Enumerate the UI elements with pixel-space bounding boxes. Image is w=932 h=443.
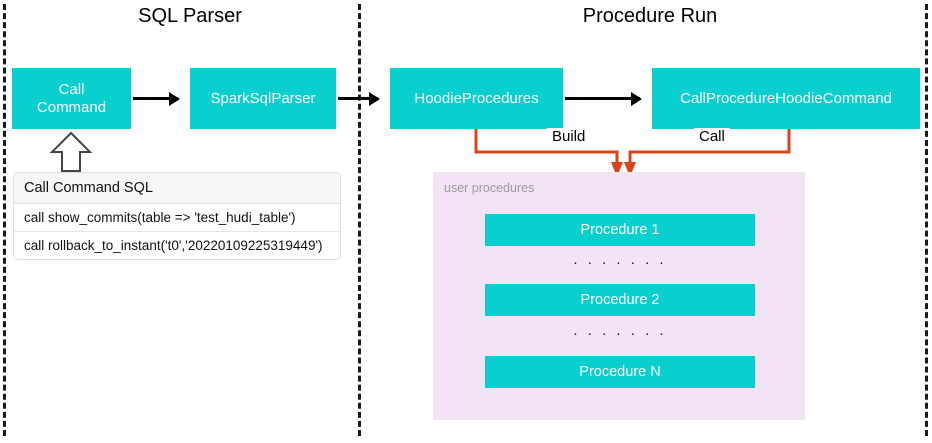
dashed-separator-right — [925, 4, 928, 436]
procedure-item[interactable]: Procedure N — [485, 356, 755, 388]
node-call-command-line2: Command — [36, 98, 107, 116]
arrow-hoodie-procedures-to-call-procedure-hoodie-command — [565, 97, 640, 100]
edge-label-call: Call — [694, 128, 730, 145]
procedure-ellipsis: . . . . . . . — [573, 322, 667, 339]
user-procedures-panel: user procedures Procedure 1 . . . . . . … — [433, 172, 805, 420]
node-spark-sql-parser[interactable]: SparkSqlParser — [190, 68, 336, 129]
node-call-command[interactable]: Call Command — [12, 68, 131, 129]
procedure-item[interactable]: Procedure 2 — [485, 284, 755, 316]
up-arrow-icon — [50, 131, 92, 172]
node-call-command-line1: Call — [58, 80, 85, 98]
sql-table-row: call rollback_to_instant('t0','202201092… — [14, 231, 340, 259]
sql-table-header: Call Command SQL — [14, 173, 340, 204]
procedure-ellipsis: . . . . . . . — [573, 251, 667, 268]
arrow-spark-sql-parser-to-hoodie-procedures — [338, 97, 378, 100]
call-command-sql-table: Call Command SQL call show_commits(table… — [13, 172, 341, 260]
user-procedures-panel-label: user procedures — [444, 181, 535, 195]
node-hoodie-procedures[interactable]: HoodieProcedures — [390, 68, 563, 129]
section-title-sql-parser: SQL Parser — [138, 5, 242, 27]
node-call-command-label: Call Command — [37, 81, 106, 116]
arrow-call-command-to-spark-sql-parser — [133, 97, 178, 100]
edge-label-build: Build — [547, 128, 591, 145]
section-title-procedure-run: Procedure Run — [582, 5, 718, 27]
procedure-item[interactable]: Procedure 1 — [485, 214, 755, 246]
node-call-procedure-hoodie-command[interactable]: CallProcedureHoodieCommand — [652, 68, 920, 129]
dashed-separator-middle — [358, 4, 361, 436]
sql-table-row: call show_commits(table => 'test_hudi_ta… — [24, 210, 296, 225]
dashed-separator-left — [3, 4, 6, 436]
